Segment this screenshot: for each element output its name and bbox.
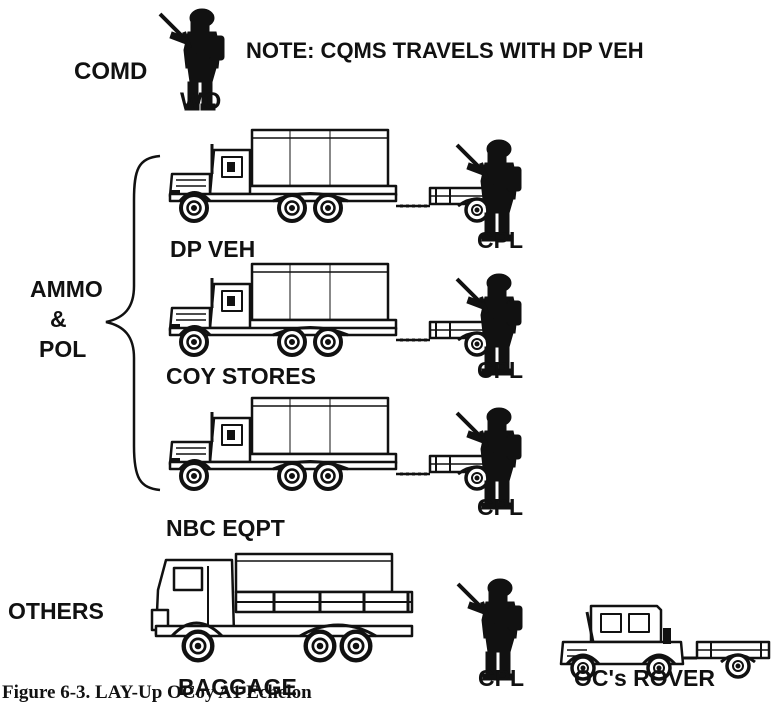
figure-caption: Figure 6-3. LAY-Up OCoy A1 Echelon <box>2 683 312 702</box>
group-label-ammo: AMMO <box>30 278 103 301</box>
baggage-truck-figure <box>152 554 412 660</box>
group-brace <box>106 156 160 490</box>
coy-stores-truck-figure <box>170 264 510 355</box>
comd-label: COMD <box>74 60 147 84</box>
vehicle-label-coy-stores: COY STORES <box>166 365 316 388</box>
vehicle-label-nbc-eqpt: NBC EQPT <box>166 517 285 540</box>
vehicle-label-dp-veh: DP VEH <box>170 238 255 261</box>
note-text: NOTE: CQMS TRAVELS WITH DP VEH <box>246 40 644 62</box>
wo-label: WO <box>180 90 221 114</box>
crew-label-coy-stores: CPL <box>477 359 523 382</box>
group-label-ampersand: & <box>50 308 67 331</box>
dp-veh-truck-figure <box>170 130 510 221</box>
group-label-pol: POL <box>39 338 86 361</box>
others-label: OTHERS <box>8 600 104 623</box>
crew-label-nbc-eqpt: CPL <box>477 496 523 519</box>
nbc-eqpt-truck-figure <box>170 398 510 489</box>
oc-rover-label: OC's ROVER <box>574 667 715 690</box>
others-crew-label: CPL <box>478 667 524 690</box>
crew-label-dp-veh: CPL <box>477 229 523 252</box>
